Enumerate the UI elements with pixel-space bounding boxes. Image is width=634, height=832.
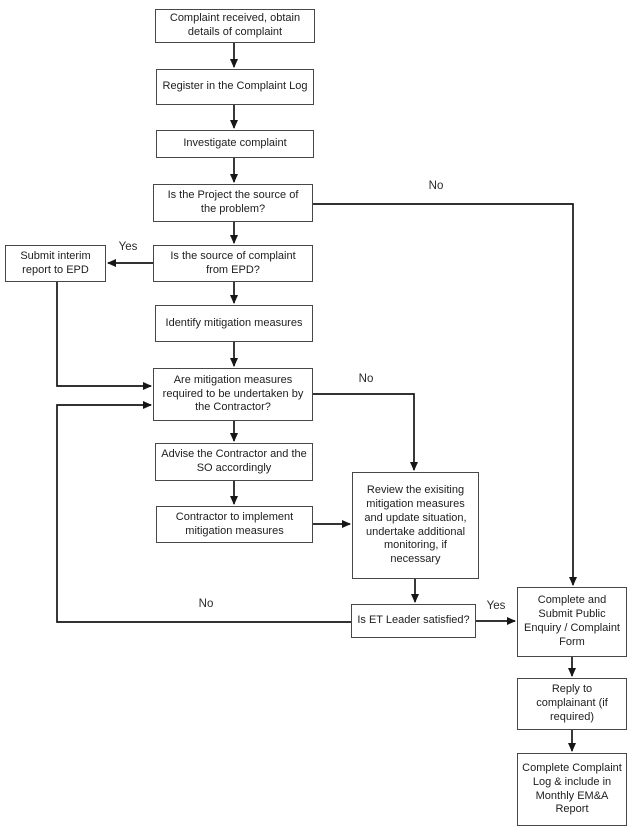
node-review-existing-measures: Review the exisiting mitigation measures… — [352, 472, 479, 579]
node-complete-complaint-log: Complete Complaint Log & include in Mont… — [517, 753, 627, 826]
edge-label-epd-yes: Yes — [118, 241, 138, 253]
node-is-project-source: Is the Project the source of the problem… — [153, 184, 313, 222]
node-register-complaint-log: Register in the Complaint Log — [156, 69, 314, 105]
route-project-no-to-complete — [313, 203, 577, 586]
node-submit-interim-report: Submit interim report to EPD — [5, 245, 106, 282]
edge-label-et-leader-yes: Yes — [486, 600, 506, 612]
node-reply-to-complainant: Reply to complainant (if required) — [517, 678, 627, 730]
edge-label-measures-no: No — [358, 373, 374, 385]
route-etleader-no-to-required — [56, 401, 351, 623]
node-complete-submit-enquiry-form: Complete and Submit Public Enquiry / Com… — [517, 587, 627, 657]
route-required-no-to-review — [313, 393, 418, 471]
node-complaint-received: Complaint received, obtain details of co… — [155, 9, 315, 43]
node-is-source-epd: Is the source of complaint from EPD? — [153, 245, 313, 282]
node-identify-mitigation: Identify mitigation measures — [155, 305, 313, 342]
node-contractor-implement: Contractor to implement mitigation measu… — [156, 506, 313, 543]
node-is-et-leader-satisfied: Is ET Leader satisfied? — [351, 604, 476, 638]
edge-label-et-leader-no: No — [198, 598, 214, 610]
node-advise-contractor-so: Advise the Contractor and the SO accordi… — [155, 443, 313, 481]
node-measures-required: Are mitigation measures required to be u… — [153, 368, 313, 421]
route-interim-to-required — [56, 282, 152, 390]
edge-label-project-no: No — [428, 180, 444, 192]
node-investigate-complaint: Investigate complaint — [156, 130, 314, 158]
